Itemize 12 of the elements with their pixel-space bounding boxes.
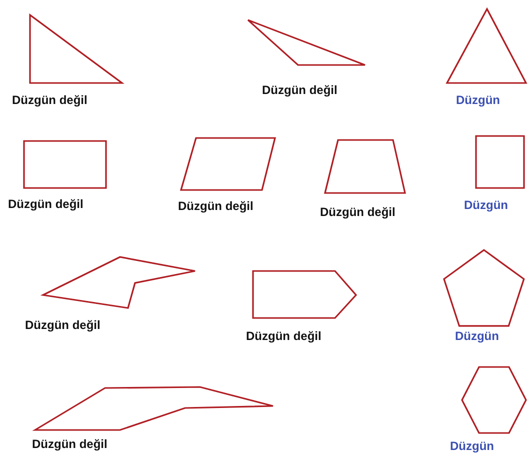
shape-label: Düzgün (454, 329, 499, 344)
shape-label: Düzgün (456, 93, 500, 108)
shape-label: Düzgün değil (320, 205, 396, 220)
shape-label: Düzgün (450, 439, 494, 454)
shape-label: Düzgün değil (246, 329, 322, 344)
shape-label: Düzgün değil (12, 93, 88, 108)
shape-label: Düzgün değil (25, 318, 100, 333)
shape-label: Düzgün değil (262, 83, 338, 98)
shape-label: Düzgün değil (8, 197, 84, 212)
shape-label: Düzgün (464, 198, 508, 213)
shape-label: Düzgün değil (178, 199, 254, 214)
shape-label: Düzgün değil (32, 437, 108, 452)
